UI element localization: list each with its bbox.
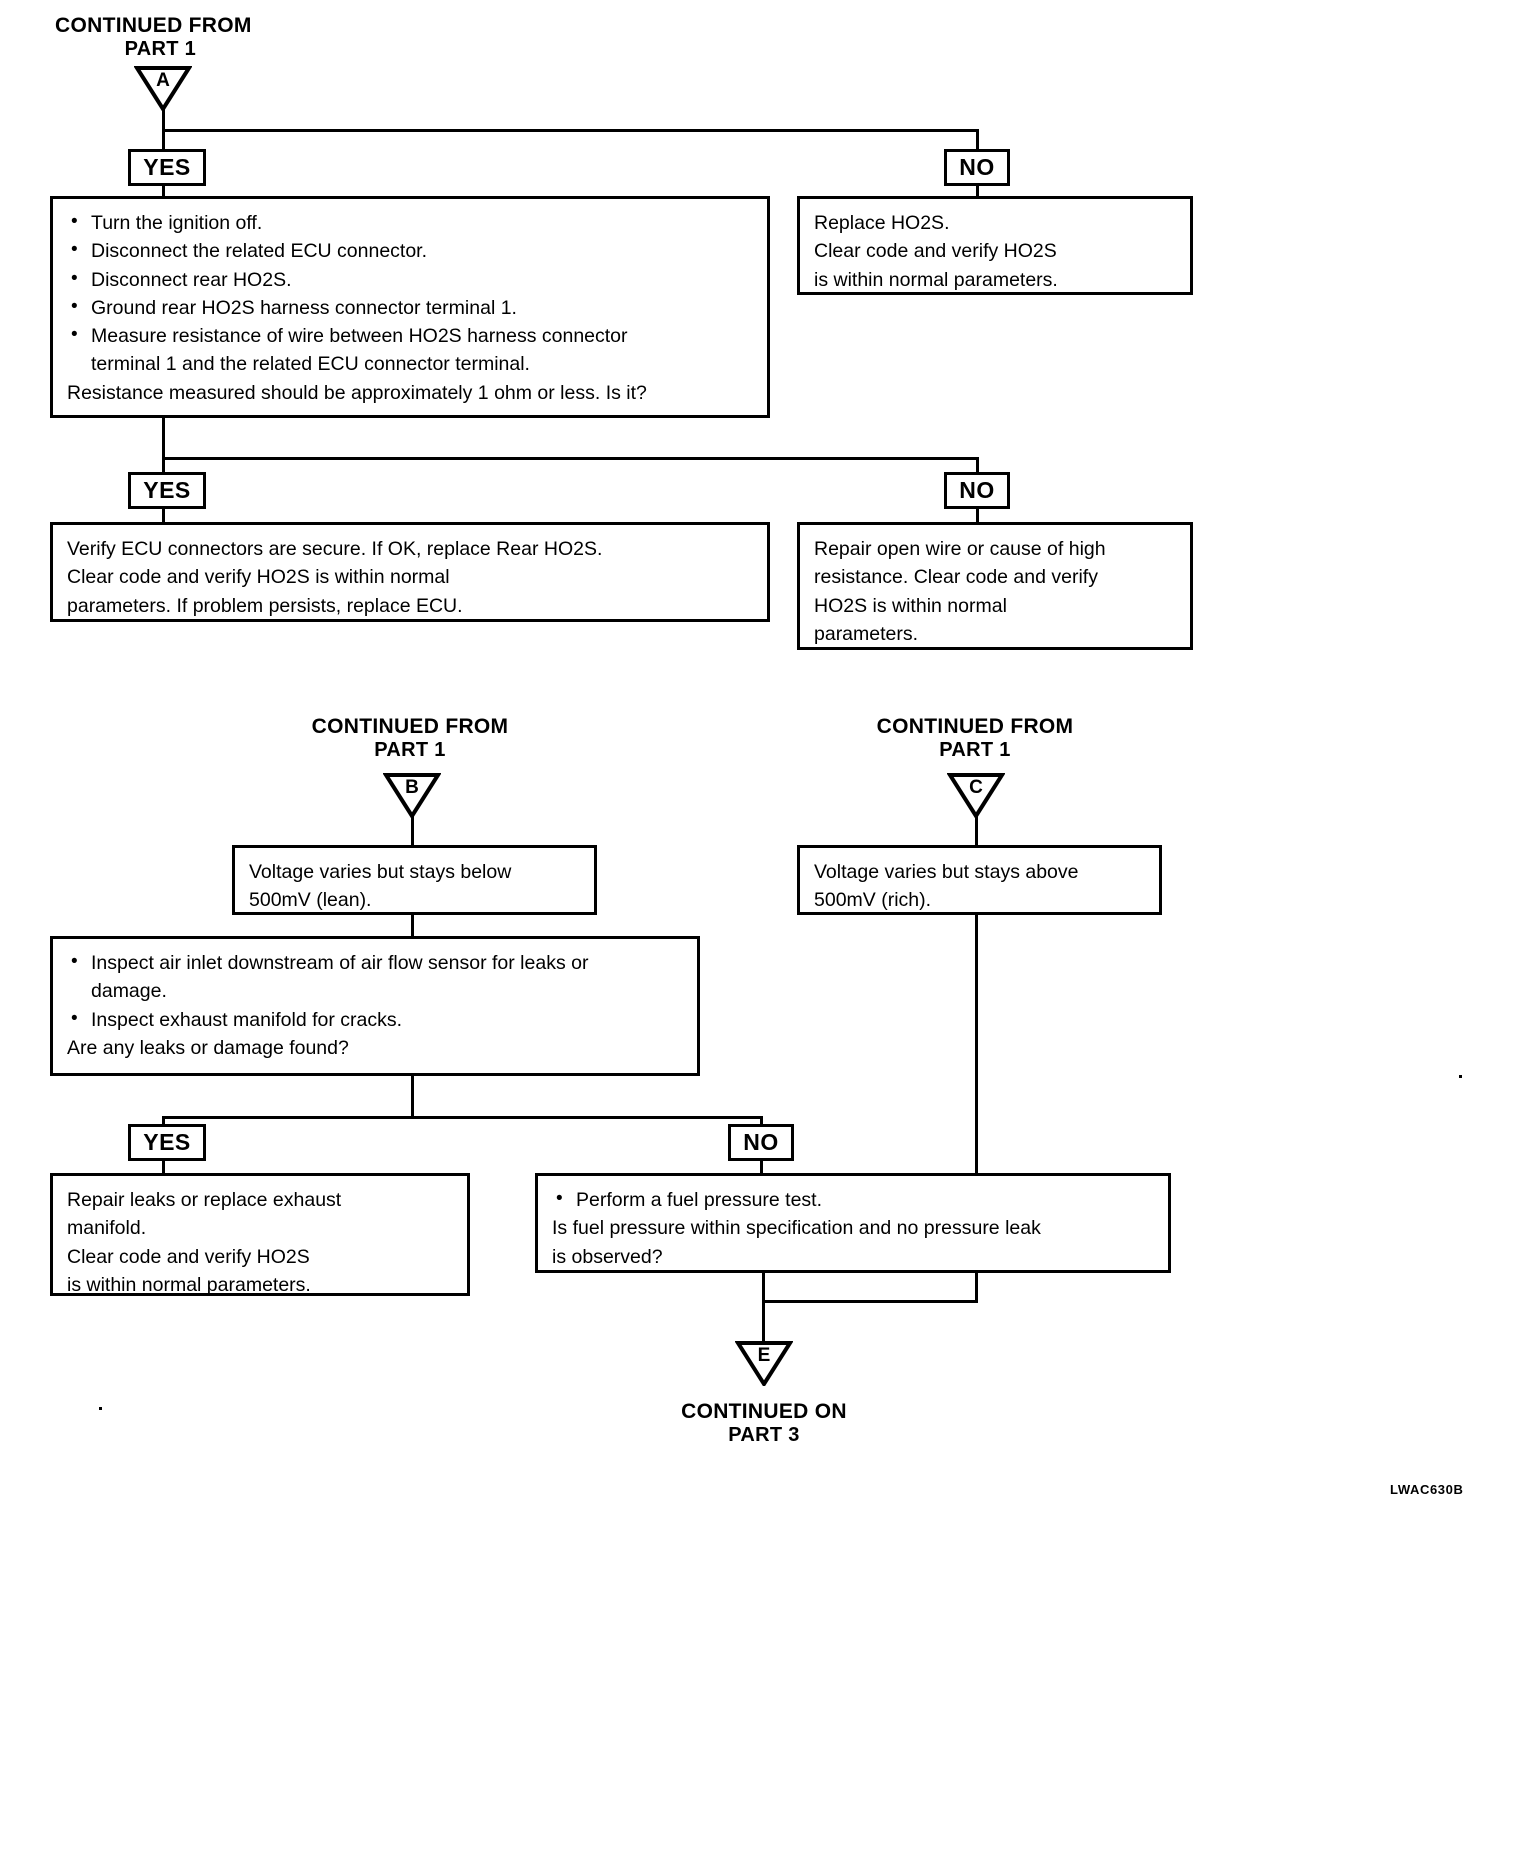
- connector-triangle-icon: [383, 773, 441, 818]
- resistance-test-question: Resistance measured should be approximat…: [67, 381, 647, 404]
- line-inspect-down: [411, 1076, 414, 1119]
- scan-speckle: [99, 1407, 102, 1410]
- repair-open-wire-line4: parameters.: [814, 622, 919, 645]
- repair-leaks-line3: Clear code and verify HO2S: [67, 1245, 310, 1268]
- header-line1: CONTINUED FROM: [311, 715, 509, 738]
- fuel-pressure-question1: Is fuel pressure within specification an…: [552, 1217, 1041, 1240]
- replace-ho2s-line2: Clear code and verify HO2S: [814, 240, 1057, 263]
- header-continued-from-part1-c: CONTINUED FROM PART 1: [870, 715, 1080, 761]
- node-inspect-leaks: Inspect air inlet downstream of air flow…: [50, 936, 700, 1076]
- line-rich-long-down: [975, 915, 978, 1303]
- connector-letter: A: [156, 70, 170, 91]
- line-split2-to-yes: [162, 457, 165, 479]
- line-split-3: [162, 1116, 762, 1119]
- line-yes1-down: [162, 186, 165, 197]
- repair-open-wire-line3: HO2S is within normal: [814, 594, 1007, 617]
- voltage-rich-line2: 500mV (rich).: [814, 889, 932, 912]
- bullet-item: Inspect exhaust manifold for cracks.: [67, 1005, 683, 1034]
- repair-leaks-line1: Repair leaks or replace exhaust: [67, 1189, 342, 1211]
- line-yes2-down: [162, 509, 165, 523]
- header-line1: CONTINUED FROM: [55, 14, 252, 37]
- fuel-pressure-bullets: Perform a fuel pressure test.: [552, 1185, 1154, 1214]
- line-split2-to-no: [976, 457, 979, 479]
- node-resistance-test: Turn the ignition off. Disconnect the re…: [50, 196, 770, 418]
- line-a-to-no: [976, 129, 979, 151]
- line-fuel-to-e: [762, 1273, 765, 1346]
- line-no3-down: [760, 1161, 763, 1174]
- node-voltage-lean: Voltage varies but stays below 500mV (le…: [232, 845, 597, 915]
- line-a-stem: [162, 103, 165, 132]
- node-repair-open-wire: Repair open wire or cause of high resist…: [797, 522, 1193, 650]
- repair-open-wire-line1: Repair open wire or cause of high: [814, 538, 1106, 560]
- bullet-continuation: damage.: [91, 980, 167, 1003]
- bullet-item: Disconnect rear HO2S.: [67, 265, 753, 294]
- bullet-continuation: terminal 1 and the related ECU connector…: [91, 353, 530, 376]
- verify-ecu-line3: parameters. If problem persists, replace…: [67, 594, 463, 617]
- repair-leaks-line2: manifold.: [67, 1217, 147, 1240]
- branch-yes-2[interactable]: YES: [128, 472, 206, 509]
- line-lean-down: [411, 915, 414, 938]
- connector-triangle-icon: [735, 1341, 793, 1386]
- figure-code: LWAC630B: [1390, 1482, 1464, 1497]
- line-resistance-down: [162, 418, 165, 460]
- connector-letter: E: [757, 1345, 771, 1366]
- header-continued-on-part3: CONTINUED ON PART 3: [659, 1400, 869, 1446]
- repair-open-wire-line2: resistance. Clear code and verify: [814, 566, 1098, 589]
- line-split-2: [162, 457, 979, 460]
- verify-ecu-line2: Clear code and verify HO2S is within nor…: [67, 566, 450, 589]
- header-line2: PART 1: [374, 738, 446, 761]
- verify-ecu-line1: Verify ECU connectors are secure. If OK,…: [67, 538, 603, 560]
- line-c-stem: [975, 810, 978, 847]
- scan-speckle: [1459, 1075, 1462, 1078]
- connector-letter: C: [969, 777, 983, 798]
- connector-e: E: [735, 1340, 793, 1386]
- bullet-item: Disconnect the related ECU connector.: [67, 236, 753, 265]
- fuel-pressure-question2: is observed?: [552, 1245, 663, 1268]
- line-yes3-down: [162, 1161, 165, 1174]
- connector-triangle-icon: [947, 773, 1005, 818]
- replace-ho2s-line1: Replace HO2S.: [814, 212, 950, 234]
- header-line1: CONTINUED ON: [681, 1400, 847, 1423]
- inspect-bullets: Inspect air inlet downstream of air flow…: [67, 948, 683, 1034]
- voltage-lean-line2: 500mV (lean).: [249, 889, 372, 912]
- bullet-item: Measure resistance of wire between HO2S …: [67, 321, 753, 379]
- voltage-lean-line1: Voltage varies but stays below: [249, 861, 512, 883]
- connector-triangle-icon: [134, 66, 192, 111]
- bullet-item: Ground rear HO2S harness connector termi…: [67, 293, 753, 322]
- inspect-question: Are any leaks or damage found?: [67, 1036, 349, 1059]
- node-fuel-pressure: Perform a fuel pressure test. Is fuel pr…: [535, 1173, 1171, 1273]
- resistance-test-bullets: Turn the ignition off. Disconnect the re…: [67, 208, 753, 379]
- line-rich-to-e: [764, 1300, 978, 1303]
- header-continued-from-part1-b: CONTINUED FROM PART 1: [305, 715, 515, 761]
- voltage-rich-line1: Voltage varies but stays above: [814, 861, 1079, 883]
- line-a-to-yes: [162, 129, 165, 151]
- line-b-stem: [411, 810, 414, 847]
- header-continued-from-part1-a: CONTINUED FROM PART 1: [55, 14, 252, 60]
- branch-yes-1[interactable]: YES: [128, 149, 206, 186]
- node-replace-ho2s: Replace HO2S. Clear code and verify HO2S…: [797, 196, 1193, 295]
- branch-no-3[interactable]: NO: [728, 1124, 794, 1161]
- header-line2: PART 1: [939, 738, 1011, 761]
- branch-no-2[interactable]: NO: [944, 472, 1010, 509]
- line-no1-down: [976, 186, 979, 197]
- node-repair-leaks: Repair leaks or replace exhaust manifold…: [50, 1173, 470, 1296]
- header-line2: PART 1: [124, 37, 197, 60]
- line-no2-down: [976, 509, 979, 523]
- connector-b: B: [383, 772, 441, 818]
- bullet-item: Perform a fuel pressure test.: [552, 1185, 1154, 1214]
- connector-c: C: [947, 772, 1005, 818]
- bullet-item: Turn the ignition off.: [67, 208, 753, 237]
- replace-ho2s-line3: is within normal parameters.: [814, 268, 1058, 291]
- header-line1: CONTINUED FROM: [876, 715, 1074, 738]
- node-verify-ecu: Verify ECU connectors are secure. If OK,…: [50, 522, 770, 622]
- node-voltage-rich: Voltage varies but stays above 500mV (ri…: [797, 845, 1162, 915]
- branch-yes-3[interactable]: YES: [128, 1124, 206, 1161]
- repair-leaks-line4: is within normal parameters.: [67, 1273, 311, 1296]
- header-line2: PART 3: [728, 1423, 800, 1446]
- connector-a: A: [134, 65, 192, 111]
- connector-letter: B: [405, 777, 419, 798]
- branch-no-1[interactable]: NO: [944, 149, 1010, 186]
- bullet-item: Inspect air inlet downstream of air flow…: [67, 948, 683, 1006]
- line-a-split: [162, 129, 979, 132]
